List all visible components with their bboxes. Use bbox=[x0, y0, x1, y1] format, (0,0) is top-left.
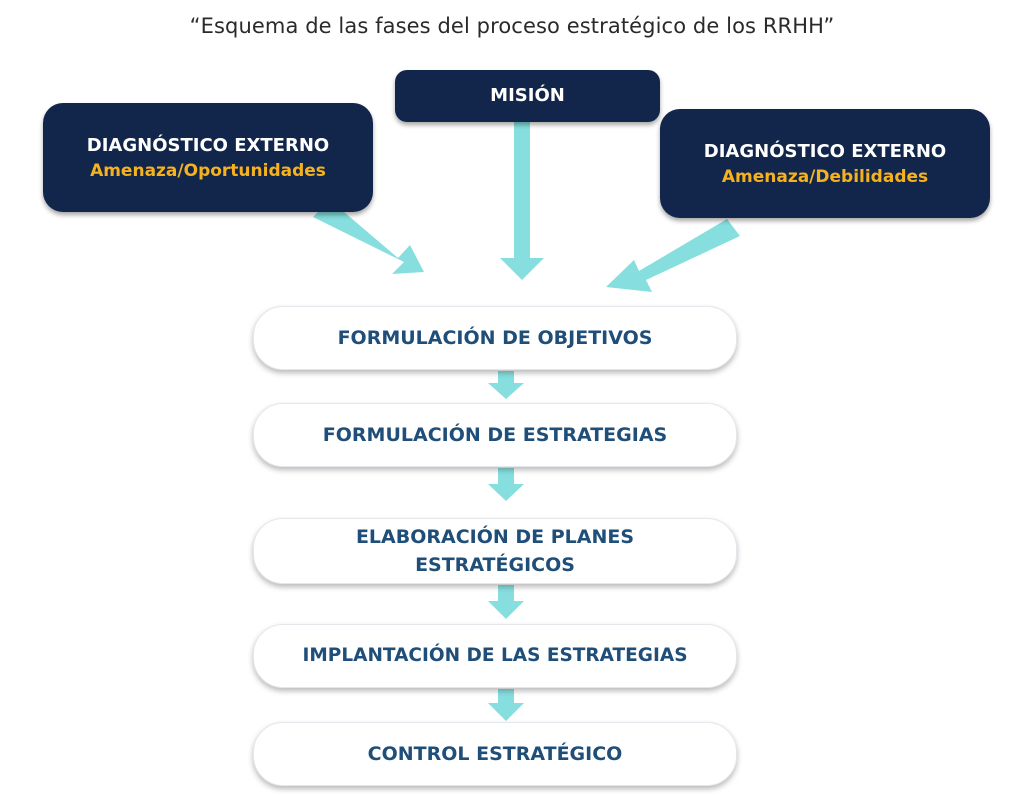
phase-implantacion-estrategias: IMPLANTACIÓN DE LAS ESTRATEGIAS bbox=[253, 624, 737, 688]
arrow-right-diagonal bbox=[606, 219, 740, 292]
diagnostico-left-sub: Amenaza/Oportunidades bbox=[90, 160, 326, 181]
arrow-left-diagonal bbox=[313, 200, 424, 274]
phase-elaboracion-planes-label: ELABORACIÓN DE PLANES ESTRATÉGICOS bbox=[355, 526, 635, 576]
arrow-phase-3-4 bbox=[488, 585, 524, 619]
phase-elaboracion-planes: ELABORACIÓN DE PLANES ESTRATÉGICOS bbox=[253, 518, 737, 584]
diagnostico-left-box: DIAGNÓSTICO EXTERNO Amenaza/Oportunidade… bbox=[43, 103, 373, 212]
arrow-phase-4-5 bbox=[488, 689, 524, 721]
diagnostico-right-box: DIAGNÓSTICO EXTERNO Amenaza/Debilidades bbox=[660, 109, 990, 218]
mision-label: MISIÓN bbox=[490, 85, 565, 106]
phase-formulacion-estrategias: FORMULACIÓN DE ESTRATEGIAS bbox=[253, 403, 737, 467]
arrow-mision-down bbox=[500, 120, 544, 280]
arrow-phase-2-3 bbox=[488, 468, 524, 501]
arrow-phase-1-2 bbox=[488, 371, 524, 399]
diagnostico-left-label: DIAGNÓSTICO EXTERNO bbox=[86, 134, 330, 156]
phase-control-estrategico: CONTROL ESTRATÉGICO bbox=[253, 722, 737, 786]
phase-formulacion-objetivos: FORMULACIÓN DE OBJETIVOS bbox=[253, 306, 737, 370]
diagnostico-right-label: DIAGNÓSTICO EXTERNO bbox=[703, 140, 947, 162]
mision-box: MISIÓN bbox=[395, 70, 660, 122]
diagram-title: “Esquema de las fases del proceso estrat… bbox=[189, 14, 835, 38]
diagnostico-right-sub: Amenaza/Debilidades bbox=[721, 166, 929, 187]
